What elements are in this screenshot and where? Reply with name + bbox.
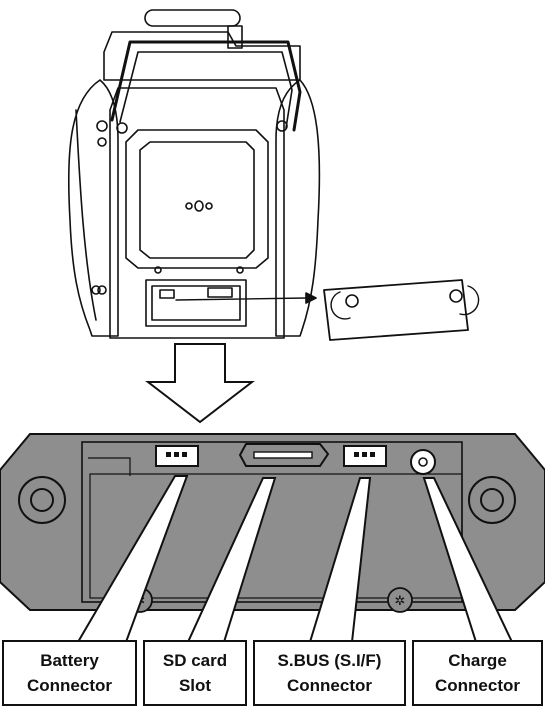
label-line: Battery bbox=[40, 651, 99, 670]
right-grip bbox=[275, 79, 321, 337]
switch bbox=[91, 285, 101, 295]
switch bbox=[97, 137, 107, 147]
cover-screw bbox=[205, 202, 213, 210]
main-body bbox=[109, 87, 285, 339]
switch bbox=[96, 120, 108, 132]
connector-bay bbox=[145, 279, 247, 327]
sd-card-slot-opening bbox=[253, 451, 313, 459]
bay-sd-slot bbox=[207, 287, 233, 298]
handle-bolt bbox=[276, 120, 288, 132]
removed-cover-screw bbox=[449, 289, 463, 303]
battery-connector-pin bbox=[174, 452, 179, 457]
antenna bbox=[144, 9, 241, 27]
handle-inner bbox=[119, 51, 293, 129]
removed-cover bbox=[323, 279, 469, 341]
handle bbox=[110, 40, 302, 132]
removed-cover-screw bbox=[345, 294, 359, 308]
label-charge-connector: Charge Connector bbox=[412, 640, 543, 706]
label-line: Connector bbox=[27, 676, 112, 695]
label-line: SD card bbox=[162, 651, 228, 670]
left-grip bbox=[67, 79, 119, 337]
mounting-hole-right-inner bbox=[480, 488, 504, 512]
top-body bbox=[103, 31, 301, 81]
sbus-connector-pin bbox=[362, 452, 367, 457]
body-screw bbox=[154, 266, 162, 274]
label-sd-card-slot: SD card Slot bbox=[143, 640, 247, 706]
transmitter-rear-illustration bbox=[67, 9, 480, 341]
connector-bay-inner bbox=[151, 285, 241, 321]
sbus-connector-pin bbox=[354, 452, 359, 457]
label-line: Connector bbox=[287, 676, 372, 695]
charge-connector-pin bbox=[418, 457, 428, 467]
body-screw bbox=[236, 266, 244, 274]
label-line: Charge bbox=[448, 651, 507, 670]
left-grip-edge bbox=[75, 109, 97, 321]
label-sbus-connector: S.BUS (S.I/F) Connector bbox=[253, 640, 406, 706]
rotate-arrow bbox=[459, 285, 480, 316]
handle-bolt bbox=[116, 122, 128, 134]
battery-cover bbox=[125, 129, 269, 269]
bay-battery-connector bbox=[159, 289, 175, 299]
label-line: Connector bbox=[435, 676, 520, 695]
panel-screw-right bbox=[387, 587, 413, 613]
cover-screw bbox=[185, 202, 193, 210]
zoom-arrow bbox=[145, 343, 255, 424]
label-line: S.BUS (S.I/F) bbox=[277, 651, 382, 670]
label-line: Slot bbox=[178, 676, 212, 695]
cover-screw bbox=[194, 200, 204, 212]
antenna-base bbox=[227, 25, 243, 49]
recess-edge bbox=[88, 457, 131, 476]
battery-cover-inner bbox=[139, 141, 255, 259]
label-battery-connector: Battery Connector bbox=[2, 640, 137, 706]
battery-connector-pin bbox=[182, 452, 187, 457]
sbus-connector-pin bbox=[370, 452, 375, 457]
removal-arrow-head bbox=[305, 292, 317, 304]
mounting-hole-left-inner bbox=[30, 488, 54, 512]
switch bbox=[97, 285, 107, 295]
screw-head-icon: ✲ bbox=[395, 594, 406, 609]
rotate-arrow bbox=[330, 291, 351, 320]
battery-connector-pin bbox=[166, 452, 171, 457]
removal-arrow-line bbox=[175, 297, 307, 301]
